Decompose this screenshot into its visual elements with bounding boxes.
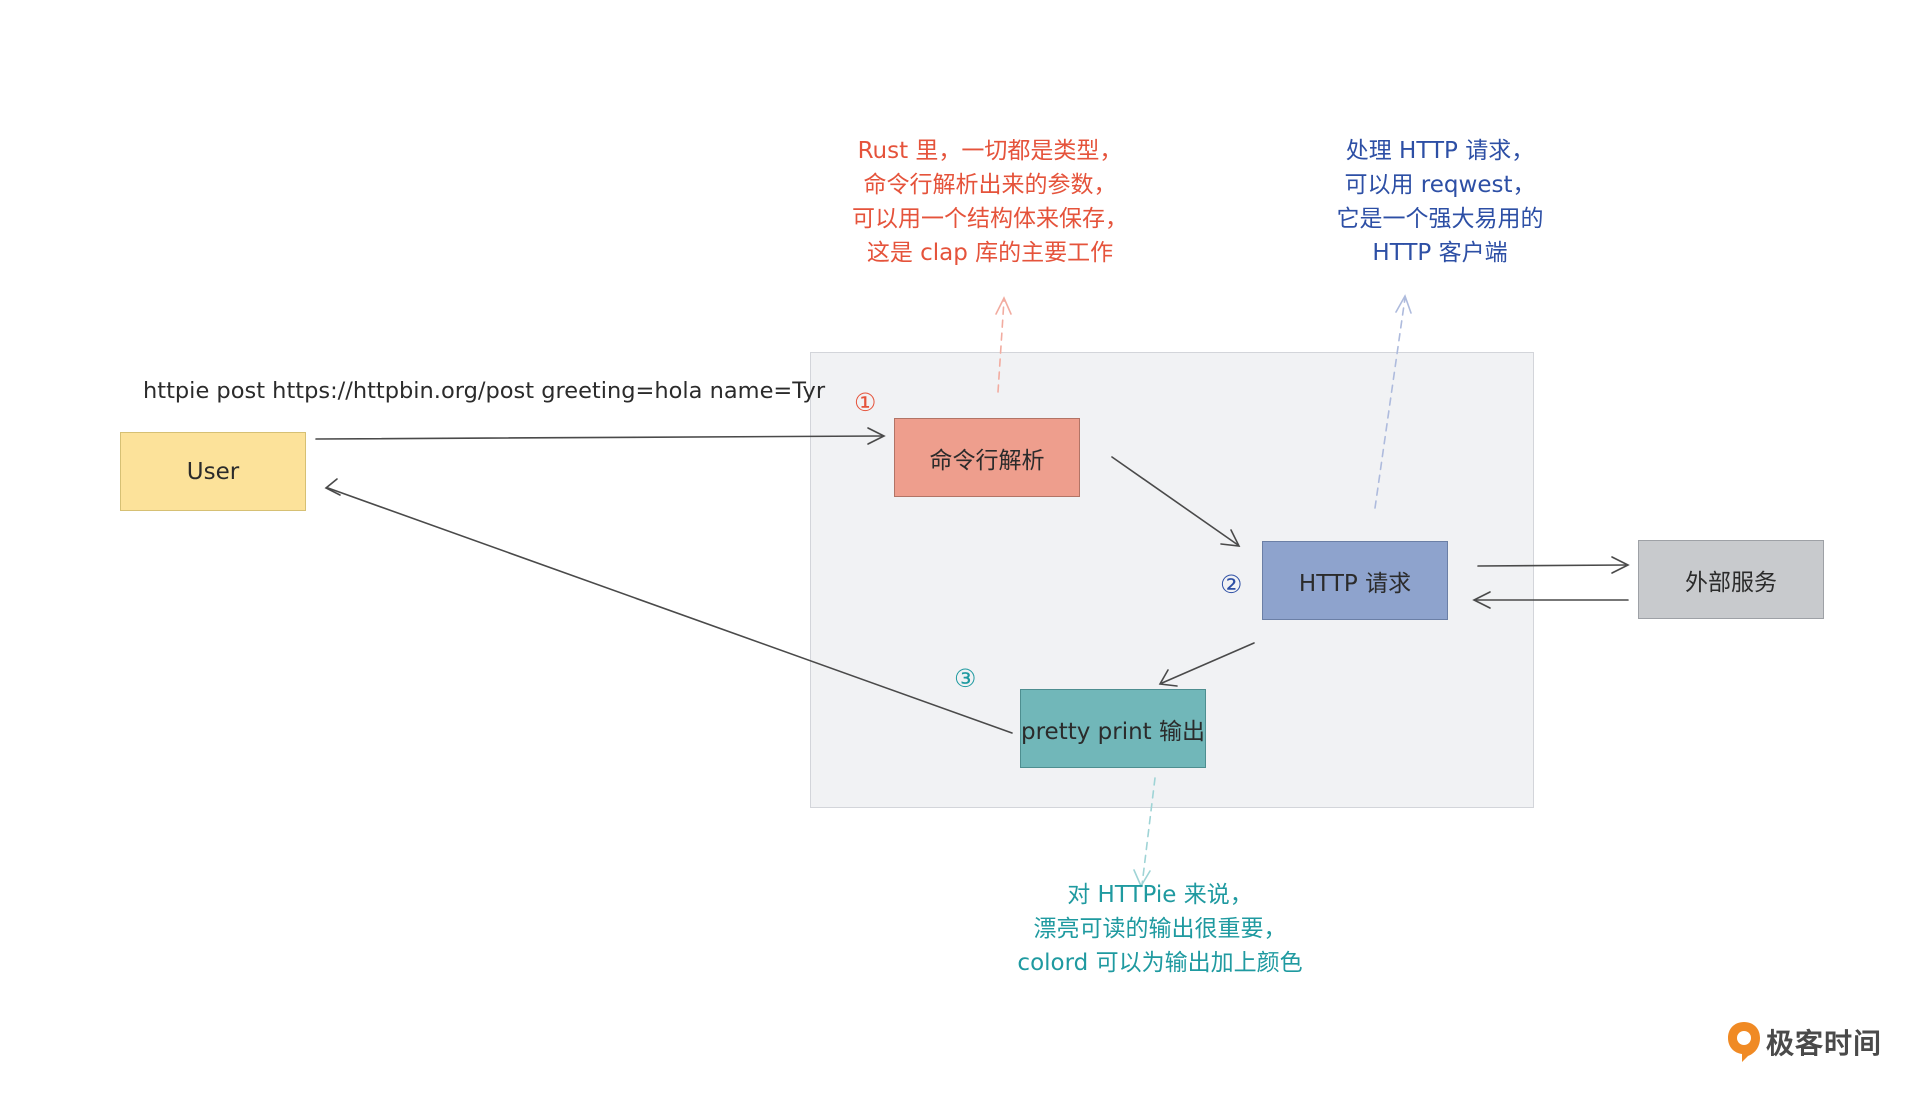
dashed-arrowhead-http-note — [1395, 294, 1412, 314]
http-request-node-label: HTTP 请求 — [1298, 570, 1412, 597]
dashed-arrow-http-note — [1374, 297, 1406, 509]
arrowhead-cli-to-http — [1220, 529, 1241, 547]
external-service-node: 外部服务 — [1638, 540, 1824, 619]
cli-parse-node-label: 命令行解析 — [929, 447, 1045, 474]
step-1-marker: ① — [854, 388, 877, 417]
arrowhead-user-to-cli — [867, 427, 886, 445]
geektime-logo: 极客时间 — [1726, 1020, 1882, 1064]
arrow-http-to-external — [1477, 564, 1627, 567]
http-annotation: 处理 HTTP 请求， 可以用 reqwest， 它是一个强大易用的 HTTP … — [1336, 138, 1544, 266]
logo-text: 极客时间 — [1766, 1027, 1883, 1060]
dashed-arrow-output-note — [1141, 777, 1156, 886]
arrowhead-output-to-user — [324, 478, 341, 496]
step-3-marker: ③ — [954, 664, 977, 693]
user-node-label: User — [186, 458, 240, 485]
arrow-user-to-cli — [315, 435, 883, 440]
cli-annotation: Rust 里，一切都是类型， 命令行解析出来的参数， 可以用一个结构体来保存， … — [852, 138, 1128, 266]
cli-parse-node: 命令行解析 — [894, 418, 1080, 497]
http-request-node: HTTP 请求 — [1262, 541, 1448, 620]
step-2-marker: ② — [1220, 570, 1243, 599]
arrow-output-to-user — [327, 487, 1013, 734]
dashed-arrow-cli-note — [997, 299, 1005, 393]
external-service-node-label: 外部服务 — [1685, 569, 1777, 596]
dashed-arrowhead-cli-note — [995, 296, 1012, 315]
arrowhead-http-to-external — [1611, 556, 1630, 574]
command-line-text: httpie post https://httpbin.org/post gre… — [143, 378, 826, 404]
arrow-http-to-output — [1161, 642, 1255, 684]
user-node: User — [120, 432, 306, 511]
arrowhead-external-to-http — [1472, 591, 1491, 609]
dashed-arrowhead-output-note — [1133, 869, 1151, 888]
output-annotation: 对 HTTPie 来说， 漂亮可读的输出很重要， colord 可以为输出加上颜… — [1017, 882, 1303, 976]
pretty-print-node-label: pretty print 输出 — [1021, 718, 1206, 745]
pretty-print-node: pretty print 输出 — [1020, 689, 1206, 768]
geektime-logo-icon — [1728, 1022, 1760, 1062]
arrow-cli-to-http — [1111, 456, 1239, 546]
arrowhead-http-to-output — [1158, 669, 1178, 687]
